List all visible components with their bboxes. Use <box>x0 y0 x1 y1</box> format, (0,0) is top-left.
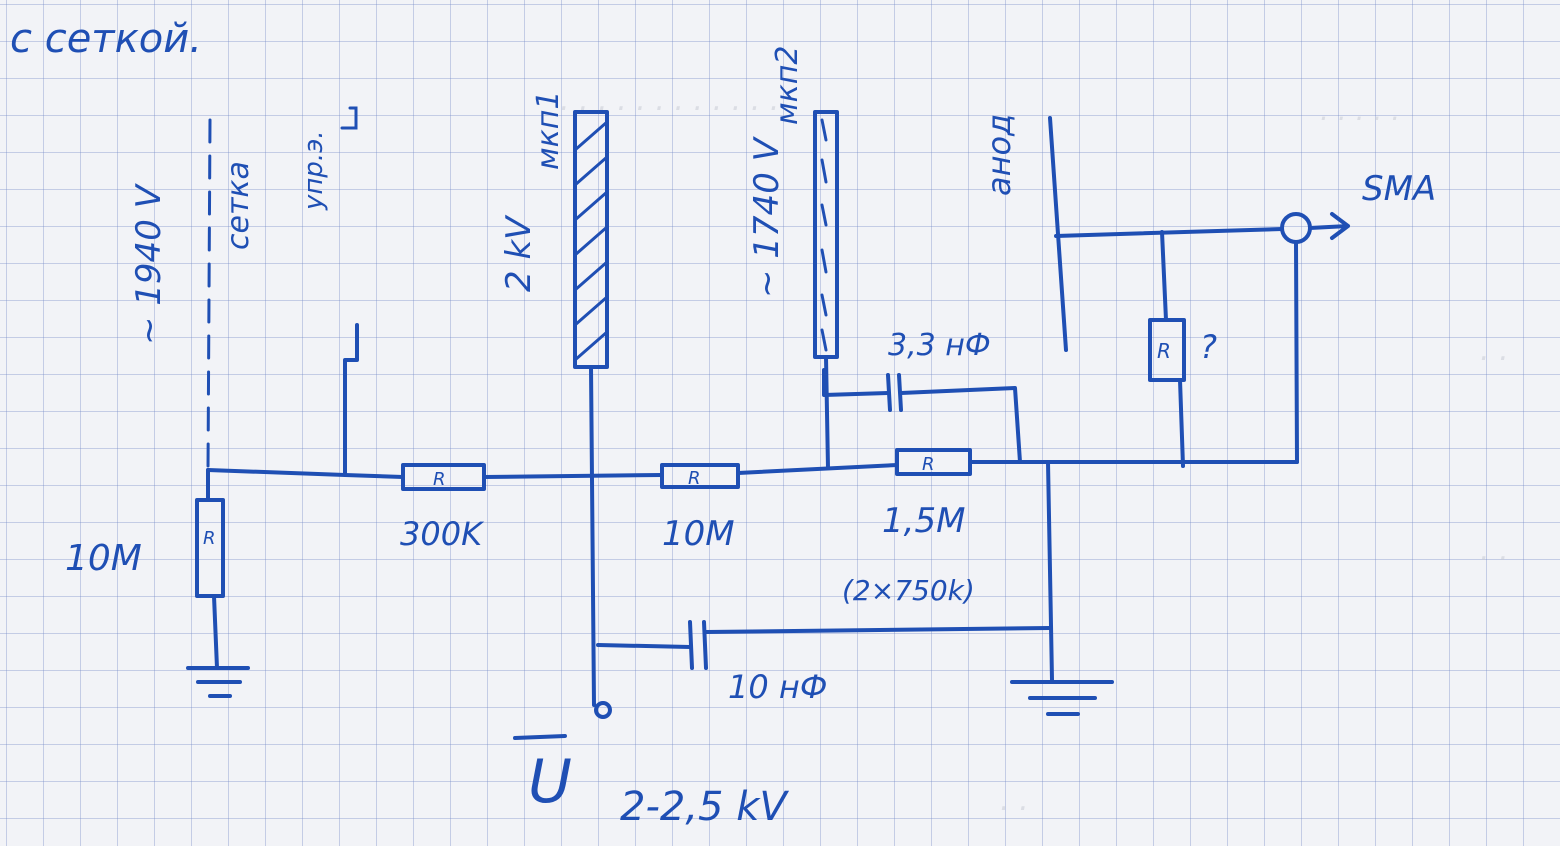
supply-overbar <box>513 734 567 740</box>
ctrl-electrode <box>343 323 359 477</box>
ground-symbol-left <box>186 666 250 698</box>
supply-symbol: U <box>528 747 572 817</box>
r-load-lead-top <box>1160 230 1168 322</box>
divider-bus-mid1 <box>482 473 664 479</box>
svg-text:. . . . .: . . . . . <box>1320 94 1400 127</box>
svg-text:. .: . . <box>1480 333 1509 368</box>
r-ground-value: 10M <box>65 538 142 579</box>
r-divider1-body <box>401 463 486 491</box>
c-mcp2-wire-left <box>822 368 890 397</box>
grid-electrode <box>206 118 212 472</box>
grid-voltage: ~ 1940 V <box>129 182 169 345</box>
r-divider3-symbol: R <box>922 454 935 475</box>
divider-bus-left <box>206 468 405 479</box>
r-divider2-body <box>660 463 740 489</box>
mcp2-label: мкп2 <box>770 46 805 125</box>
c-input-wire-left <box>596 643 692 649</box>
r-divider2-symbol: R <box>688 468 701 489</box>
anode-output-wire <box>1054 227 1284 238</box>
r-divider3-value: 1,5M <box>882 501 965 541</box>
sma-label: SMA <box>1362 169 1436 209</box>
mcp2-lead <box>824 355 830 470</box>
r-ground-symbol: R <box>203 528 216 549</box>
r-divider3-body <box>895 448 972 476</box>
c-mcp2-wire-right <box>899 386 1022 464</box>
r-ground-lead-bottom <box>212 594 219 670</box>
mcp1-lead <box>589 365 596 707</box>
sma-shield-wire <box>1294 240 1299 464</box>
r-load-value: ? <box>1200 328 1217 366</box>
mcp1-label: мкп1 <box>531 91 566 170</box>
header-note: с сеткой. <box>10 16 202 62</box>
c-input-wire-right <box>704 626 1052 634</box>
mcp1-voltage: 2 kV <box>499 214 539 292</box>
divider-bus-mid2 <box>736 463 899 475</box>
r-divider1-value: 300K <box>400 515 485 553</box>
r-load-body <box>1148 318 1186 382</box>
svg-text:. .: . . <box>1000 783 1029 818</box>
r-divider3-note: (2×750k) <box>842 574 975 607</box>
r-load-symbol: R <box>1157 339 1171 363</box>
supply-terminal <box>594 701 612 719</box>
r-divider1-symbol: R <box>433 469 446 490</box>
bleed-through-marks: . . . . . . . . . . . . . . . . . . . . … <box>560 83 1509 818</box>
mcp2-hatching <box>820 118 828 352</box>
r-divider2-value: 10M <box>662 514 735 554</box>
ground-drop-wire <box>1046 460 1054 682</box>
r-load-lead-bottom <box>1178 378 1185 468</box>
ctrl-label: упр.э. <box>299 130 329 211</box>
c-input-value: 10 нФ <box>728 668 827 706</box>
sma-connector <box>1280 212 1312 244</box>
mcp2-voltage: ~ 1740 V <box>747 135 787 298</box>
c-mcp2-plate-a <box>886 373 892 412</box>
sma-arrow <box>1308 212 1350 240</box>
supply-value: 2-2,5 kV <box>620 784 789 830</box>
grid-label: сетка <box>221 161 256 250</box>
svg-text:. .: . . <box>1480 533 1509 568</box>
c-input-plate-b <box>702 620 708 670</box>
anode-label: анод <box>980 114 1018 196</box>
mcp2-plate <box>813 110 839 359</box>
mcp1-hatching <box>573 120 609 362</box>
c-input-plate-a <box>688 620 694 670</box>
c-mcp2-value: 3,3 нФ <box>888 328 991 363</box>
ground-symbol-right <box>1010 680 1114 716</box>
r-ground-body <box>195 498 225 598</box>
ctrl-label-hook <box>340 106 358 130</box>
